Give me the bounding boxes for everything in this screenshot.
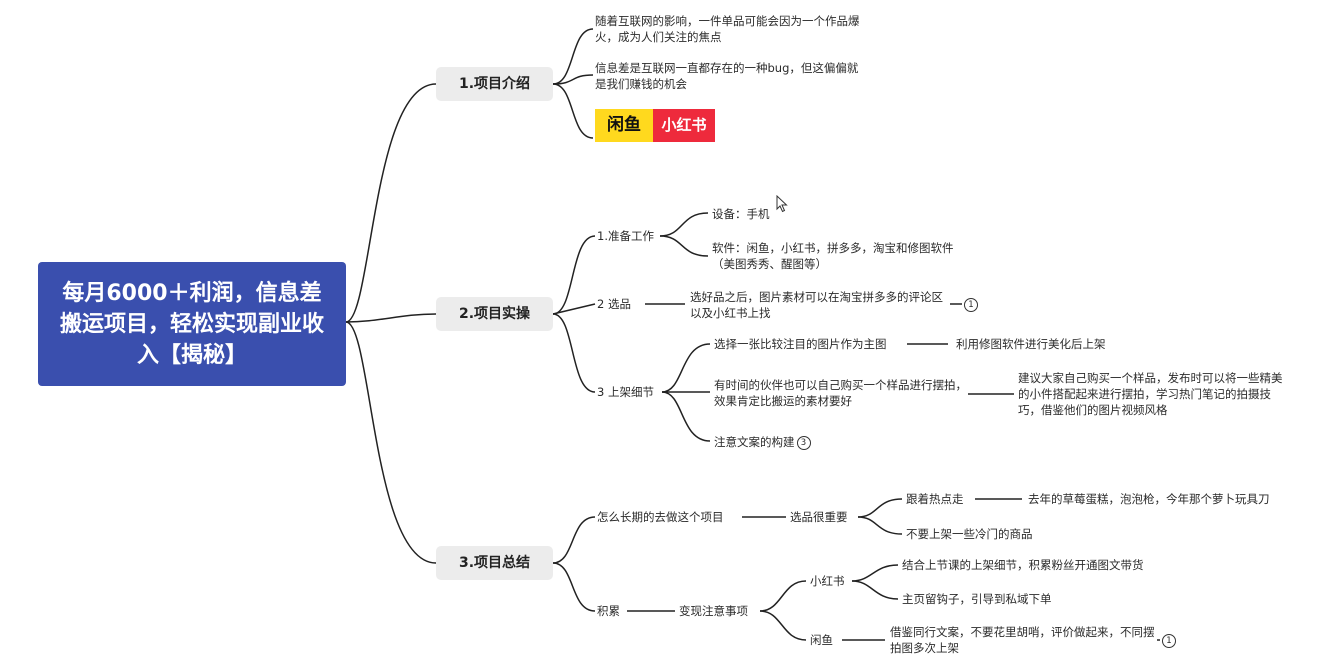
mouse-cursor-icon	[776, 195, 788, 213]
root-node[interactable]: 每月6000＋利润，信息差搬运项目，轻松实现副业收入【揭秘】	[38, 262, 346, 386]
xianyu-logo-text: 闲鱼	[607, 115, 641, 135]
section-summary[interactable]: 3.项目总结	[436, 546, 553, 580]
intro-item-2: 信息差是互联网一直都存在的一种bug，但这偏偏就是我们赚钱的机会	[595, 61, 859, 91]
xhs-item-1: 结合上节课的上架细节，积累粉丝开通图文带货	[902, 558, 1144, 572]
prep-node[interactable]: 1.准备工作	[597, 229, 654, 243]
long-term-key[interactable]: 选品很重要	[790, 510, 848, 524]
monetize-node[interactable]: 变现注意事项	[679, 604, 748, 618]
selection-note-marker[interactable]: 1	[962, 296, 978, 312]
long-term-node[interactable]: 怎么长期的去做这个项目	[597, 510, 724, 524]
intro-item-1: 随着互联网的影响，一件单品可能会因为一个作品爆火，成为人们关注的焦点	[595, 14, 860, 44]
accumulate-node[interactable]: 积累	[597, 604, 620, 618]
selection-node[interactable]: 2 选品	[597, 297, 631, 311]
xiaohongshu-logo-text: 小红书	[661, 116, 707, 134]
section-intro[interactable]: 1.项目介绍	[436, 67, 553, 101]
prep-software: 软件：闲鱼，小红书，拼多多，淘宝和修图软件（美图秀秀、醒图等）	[712, 241, 954, 271]
selection-text: 选好品之后，图片素材可以在淘宝拼多多的评论区以及小红书上找	[690, 290, 943, 320]
section-intro-label: 1.项目介绍	[458, 76, 531, 92]
long-term-trend: 跟着热点走	[906, 492, 964, 506]
long-term-trend-detail: 去年的草莓蛋糕，泡泡枪，今年那个萝卜玩具刀	[1028, 492, 1270, 506]
note-count-icon: 3	[796, 435, 811, 450]
listing-main-image-detail: 利用修图软件进行美化后上架	[956, 337, 1106, 351]
xhs-node[interactable]: 小红书	[810, 574, 845, 588]
listing-node[interactable]: 3 上架细节	[597, 385, 654, 399]
xianyu-logo: 闲鱼	[595, 109, 653, 142]
section-practice[interactable]: 2.项目实操	[436, 297, 553, 331]
listing-copywriting-label: 注意文案的构建	[714, 435, 795, 449]
root-title: 每月6000＋利润，信息差搬运项目，轻松实现副业收入【揭秘】	[59, 280, 324, 368]
xianyu-node[interactable]: 闲鱼	[810, 633, 833, 647]
xhs-item-2: 主页留钩子，引导到私域下单	[902, 592, 1052, 606]
note-count-icon: 1	[1162, 633, 1176, 648]
prep-device: 设备：手机	[712, 207, 770, 221]
xianyu-item-1: 借鉴同行文案，不要花里胡哨，评价做起来，不同摆拍图多次上架	[890, 625, 1155, 655]
listing-self-buy: 有时间的伙伴也可以自己购买一个样品进行摆拍，效果肯定比搬运的素材要好	[714, 378, 967, 408]
listing-main-image: 选择一张比较注目的图片作为主图	[714, 337, 887, 351]
xianyu-note-marker[interactable]: 1	[1160, 632, 1176, 648]
note-count-icon: 1	[964, 297, 978, 312]
section-summary-label: 3.项目总结	[458, 555, 531, 571]
listing-self-buy-detail: 建议大家自己购买一个样品，发布时可以将一些精美的小件搭配起来进行摆拍，学习热门笔…	[1018, 371, 1283, 417]
long-term-avoid: 不要上架一些冷门的商品	[906, 527, 1033, 541]
xiaohongshu-logo: 小红书	[653, 109, 715, 142]
section-practice-label: 2.项目实操	[458, 306, 531, 322]
